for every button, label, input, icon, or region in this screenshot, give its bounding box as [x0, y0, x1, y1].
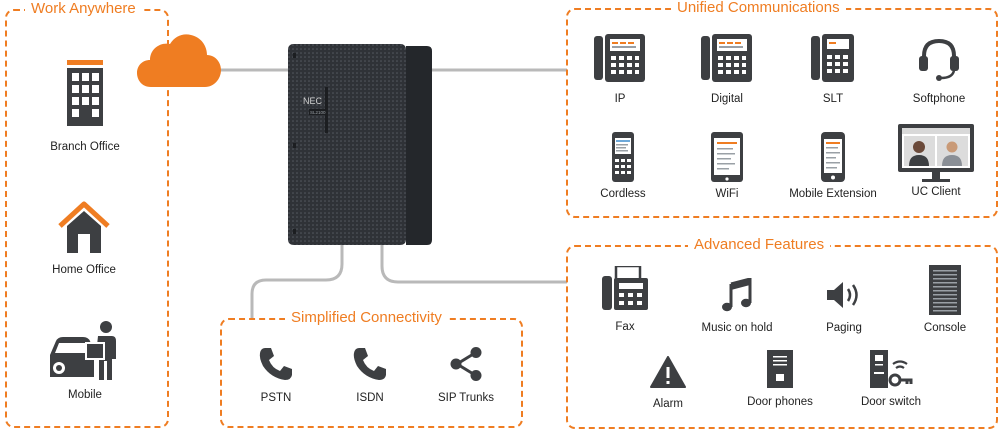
handset-icon [353, 348, 386, 380]
headset-icon [919, 38, 959, 81]
server-brand-text: NEC [303, 96, 323, 106]
work-anywhere-item-home-office: Home Office [29, 200, 139, 276]
item-label: Mobile [68, 389, 102, 401]
wifi-tablet-icon [711, 132, 743, 182]
item-label: Fax [615, 321, 635, 333]
cloud-icon [137, 34, 221, 87]
smartphone-icon [821, 132, 845, 182]
item-label: SLT [822, 93, 844, 105]
door-switch-icon [870, 350, 913, 388]
uc-item-softphone: Softphone [884, 36, 994, 105]
simplified-connectivity-title: Simplified Connectivity [285, 309, 448, 326]
desk-phone-icon [811, 34, 854, 82]
item-label: PSTN [260, 392, 292, 404]
console-icon [929, 265, 961, 315]
door-phone-icon [767, 350, 793, 388]
item-label: Mobile Extension [789, 188, 877, 200]
af-item-console: Console [890, 265, 1000, 334]
item-label: ISDN [356, 392, 384, 404]
desk-phone-icon [701, 34, 752, 82]
nec-server-unit: NEC SL2100 [288, 44, 432, 245]
item-label: Branch Office [50, 141, 120, 153]
fax-icon [602, 266, 648, 310]
office-building-icon [67, 60, 103, 126]
unified-communications-title: Unified Communications [671, 0, 846, 16]
uc-item-slt: SLT [778, 34, 888, 105]
item-label: Music on hold [701, 322, 773, 334]
sc-item-pstn: PSTN [221, 346, 331, 404]
item-label: Home Office [52, 264, 116, 276]
handset-icon [259, 348, 292, 380]
af-item-alarm: Alarm [613, 356, 723, 410]
work-anywhere-item-mobile: Mobile [30, 319, 140, 401]
af-item-music-on-hold: Music on hold [682, 278, 792, 334]
item-label: UC Client [911, 186, 961, 198]
home-icon [58, 201, 110, 253]
uc-item-wifi: WiFi [672, 132, 782, 200]
item-label: Console [923, 322, 967, 334]
work-anywhere-title: Work Anywhere [25, 0, 142, 17]
item-label: Door phones [747, 396, 813, 408]
uc-item-cordless: Cordless [568, 132, 678, 200]
uc-item-digital: Digital [672, 34, 782, 105]
af-item-fax: Fax [570, 266, 680, 333]
video-monitor-icon [898, 124, 974, 182]
item-label: Alarm [652, 398, 684, 410]
item-label: Paging [826, 322, 862, 334]
item-label: WiFi [715, 188, 739, 200]
desk-phone-icon [594, 34, 645, 82]
server-model-text: SL2100 [310, 110, 326, 115]
alarm-icon [650, 356, 686, 388]
music-note-icon [722, 278, 752, 312]
item-label: Softphone [912, 93, 966, 105]
uc-item-uc-client: UC Client [881, 124, 991, 198]
share-icon [450, 347, 482, 381]
af-item-door-phones: Door phones [725, 350, 835, 408]
item-label: SIP Trunks [437, 392, 495, 404]
cordless-phone-icon [612, 132, 634, 182]
line-server-to-connectivity [250, 245, 344, 318]
item-label: Door switch [860, 396, 922, 408]
line-server-to-advanced [380, 245, 567, 284]
af-item-door-switch: Door switch [836, 350, 946, 408]
sc-item-isdn: ISDN [315, 346, 425, 404]
item-label: Cordless [600, 188, 646, 200]
advanced-features-title: Advanced Features [688, 236, 831, 253]
mobile-worker-icon [50, 321, 116, 380]
af-item-paging: Paging [789, 280, 899, 334]
work-anywhere-item-branch-office: Branch Office [30, 60, 140, 153]
uc-item-mobile-extension: Mobile Extension [778, 132, 888, 200]
uc-item-ip: IP [565, 34, 675, 105]
speaker-icon [827, 282, 858, 308]
sc-item-sip-trunks: SIP Trunks [411, 346, 521, 404]
item-label: Digital [711, 93, 743, 105]
item-label: IP [614, 93, 626, 105]
